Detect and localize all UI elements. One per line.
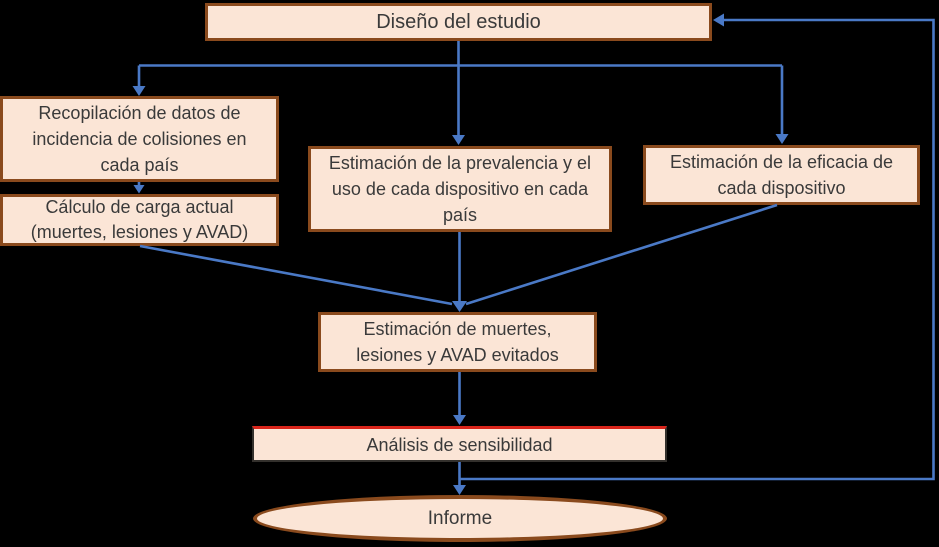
node-label: Diseño del estudio bbox=[376, 11, 541, 33]
arrow-calculo-to-muertes bbox=[139, 244, 453, 306]
node-label-line: incidencia de colisiones en bbox=[32, 129, 247, 149]
node-analisis-sensibilidad: Análisis de sensibilidad bbox=[252, 426, 667, 462]
arrow-recopilacion-to-calculo bbox=[133, 182, 145, 194]
node-label: Informe bbox=[427, 507, 493, 529]
arrow-diseno-trunk bbox=[139, 41, 782, 67]
node-label-line: país bbox=[442, 205, 478, 225]
arrow-diseno-to-prevalencia bbox=[452, 65, 465, 145]
node-label-line: Estimación de muertes, bbox=[363, 319, 552, 339]
node-label-line: cada dispositivo bbox=[717, 178, 846, 198]
node-calculo-carga-actual: Cálculo de carga actual (muertes, lesion… bbox=[0, 194, 279, 246]
arrow-diseno-to-recopilacion bbox=[132, 65, 146, 96]
node-label-line: lesiones y AVAD evitados bbox=[356, 345, 559, 365]
node-estimacion-muertes-evitados: Estimación de muertes, lesiones y AVAD e… bbox=[318, 312, 597, 372]
node-label-line: Recopilación de datos de bbox=[38, 103, 241, 123]
node-label-line: uso de cada dispositivo en cada bbox=[331, 179, 589, 199]
node-label-line: (muertes, lesiones y AVAD) bbox=[30, 222, 249, 242]
node-informe-ellipse: Informe bbox=[253, 495, 667, 542]
arrow-muertes-to-analisis bbox=[453, 372, 466, 425]
node-recopilacion-datos: Recopilación de datos de incidencia de c… bbox=[0, 96, 279, 182]
arrow-prevalencia-to-muertes bbox=[452, 232, 467, 312]
node-label: Análisis de sensibilidad bbox=[366, 434, 553, 455]
node-estimacion-prevalencia: Estimación de la prevalencia y el uso de… bbox=[308, 146, 612, 232]
node-label-line: Cálculo de carga actual bbox=[45, 197, 234, 217]
node-label-line: Estimación de la prevalencia y el bbox=[328, 153, 592, 173]
arrow-diseno-to-eficacia bbox=[775, 65, 789, 144]
node-label-line: Estimación de la eficacia de bbox=[669, 152, 894, 172]
arrow-analisis-to-informe bbox=[453, 462, 466, 495]
arrow-feedback-to-diseno bbox=[459, 13, 935, 481]
node-label-line: cada país bbox=[100, 155, 179, 175]
node-diseno-del-estudio: Diseño del estudio bbox=[205, 3, 712, 41]
node-estimacion-eficacia: Estimación de la eficacia de cada dispos… bbox=[643, 145, 920, 205]
